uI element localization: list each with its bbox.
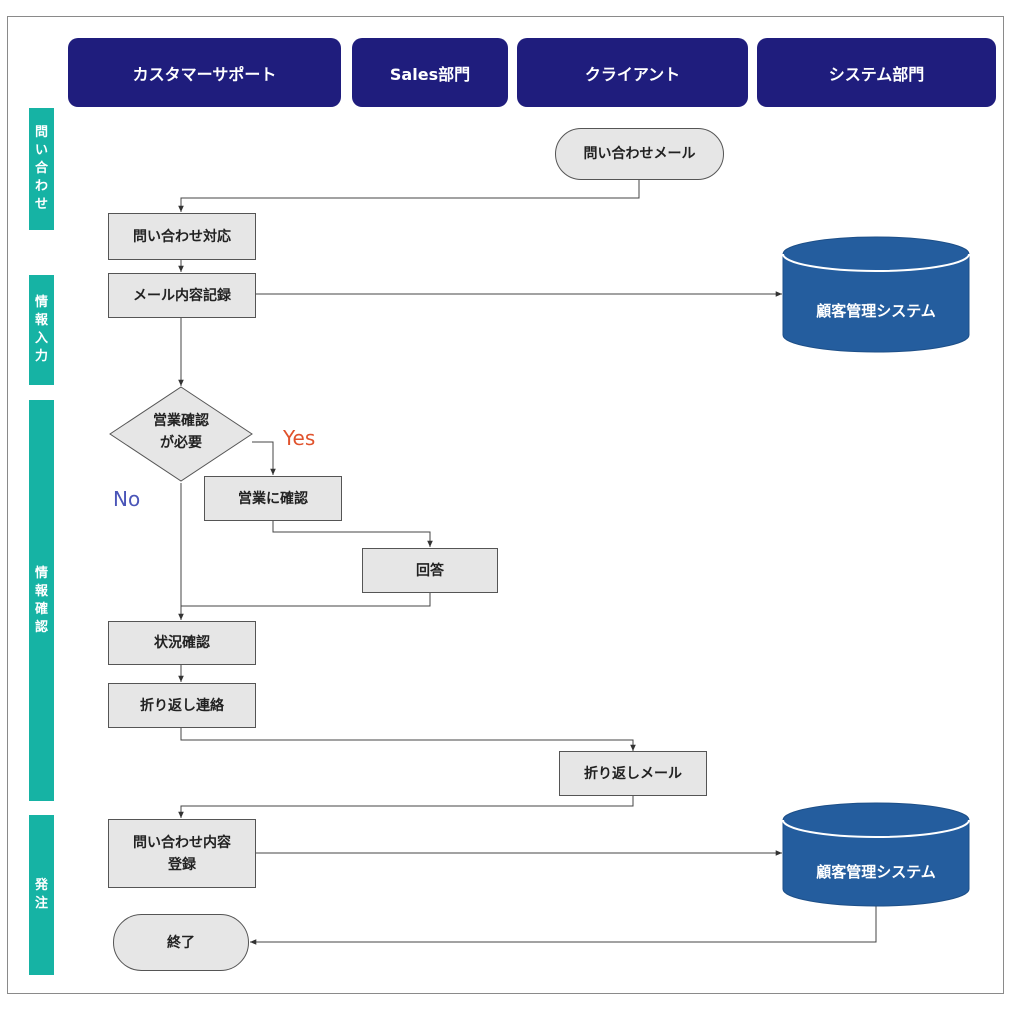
- node-end: 終了: [113, 914, 249, 971]
- phase-char: 注: [34, 896, 48, 911]
- edge-confirm-to-answer: [272, 521, 433, 547]
- phase-char: 報: [34, 313, 48, 328]
- edge-answer-to-status: [181, 593, 431, 607]
- edge-decision-yes: [252, 441, 276, 475]
- phase-char: わ: [34, 179, 48, 194]
- edge-callback-to-mail: [180, 728, 636, 751]
- lane-header-customer-support: カスタマーサポート: [68, 38, 341, 107]
- node-status-check: 状況確認: [108, 621, 256, 665]
- node-callback-contact: 折り返し連絡: [108, 683, 256, 728]
- crm-label-2: 顧客管理システム: [816, 863, 936, 881]
- database-crm-2: [782, 802, 970, 907]
- diagram-frame: [7, 16, 1004, 994]
- no-label: No: [113, 487, 141, 511]
- yes-label: Yes: [283, 426, 316, 450]
- node-inquiry-handling: 問い合わせ対応: [108, 213, 256, 260]
- phase-char: 合: [34, 161, 48, 176]
- phase-order: 発注: [29, 815, 54, 975]
- database-crm-1: [782, 236, 970, 353]
- phase-char: 力: [34, 349, 48, 364]
- decision-diamond: [109, 386, 253, 482]
- edge-crm2-to-end: [250, 905, 877, 945]
- crm-label-1: 顧客管理システム: [816, 302, 936, 320]
- node-inquiry-mail: 問い合わせメール: [555, 128, 724, 180]
- phase-char: 情: [34, 295, 48, 310]
- phase-char: い: [34, 143, 48, 158]
- phase-char: 問: [34, 125, 48, 140]
- node-answer: 回答: [362, 548, 498, 593]
- phase-info-confirm: 情報確認: [29, 400, 54, 801]
- node-callback-mail: 折り返しメール: [559, 751, 707, 796]
- lane-header-system: システム部門: [757, 38, 996, 107]
- phase-info-input: 情報入力: [29, 275, 54, 385]
- edge-mail-to-handling: [178, 180, 640, 212]
- lane-header-client: クライアント: [517, 38, 748, 107]
- node-inquiry-register: 問い合わせ内容 登録: [108, 819, 256, 888]
- phase-char: 認: [34, 619, 48, 635]
- phase-char: 入: [34, 331, 48, 346]
- node-mail-record: メール内容記録: [108, 273, 256, 318]
- edge-mail-to-register: [178, 796, 634, 818]
- phase-char: 報: [34, 583, 48, 599]
- phase-char: 情: [34, 565, 48, 581]
- node-confirm-sales: 営業に確認: [204, 476, 342, 521]
- phase-char: 発: [34, 878, 48, 893]
- phase-char: せ: [34, 197, 48, 212]
- phase-inquiry: 問い合わせ: [29, 108, 54, 230]
- decision-label: 営業確認 が必要: [153, 413, 209, 451]
- phase-char: 確: [34, 601, 48, 617]
- lane-header-sales: Sales部門: [352, 38, 508, 107]
